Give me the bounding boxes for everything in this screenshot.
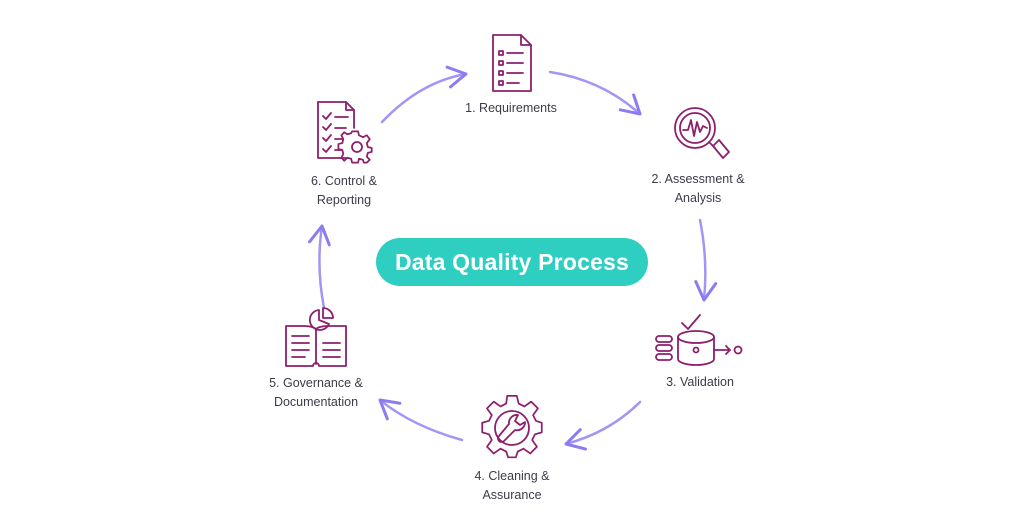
step-requirements: 1. Requirements [451,33,571,118]
arrow-3-to-4 [564,400,642,451]
center-title: Data Quality Process [376,238,648,286]
checklist-gear-icon [317,101,373,164]
step-label: 2. Assessment & Analysis [651,172,745,205]
document-list-icon [492,34,532,92]
step-label: 1. Requirements [465,101,557,115]
step-validation: 3. Validation [640,313,760,392]
arrow-4-to-5 [378,398,464,442]
step-label: 4. Cleaning & Assurance [474,469,550,502]
step-governance-documentation: 5. Governance & Documentation [252,306,380,412]
arrow-5-to-6 [308,224,331,310]
step-label: 5. Governance & Documentation [269,376,363,409]
gear-wrench-icon [481,395,543,459]
arrow-6-to-1 [380,65,468,124]
step-control-reporting: 6. Control & Reporting [284,100,404,210]
step-label: 3. Validation [666,375,734,389]
arrow-1-to-2 [548,70,642,116]
database-check-icon [655,314,743,366]
arrow-2-to-3 [694,218,718,302]
magnifier-chart-icon [674,107,730,159]
book-chart-icon [285,307,347,367]
step-cleaning-assurance: 4. Cleaning & Assurance [452,393,572,505]
step-assessment-analysis: 2. Assessment & Analysis [636,104,760,208]
step-label: 6. Control & Reporting [310,174,377,207]
